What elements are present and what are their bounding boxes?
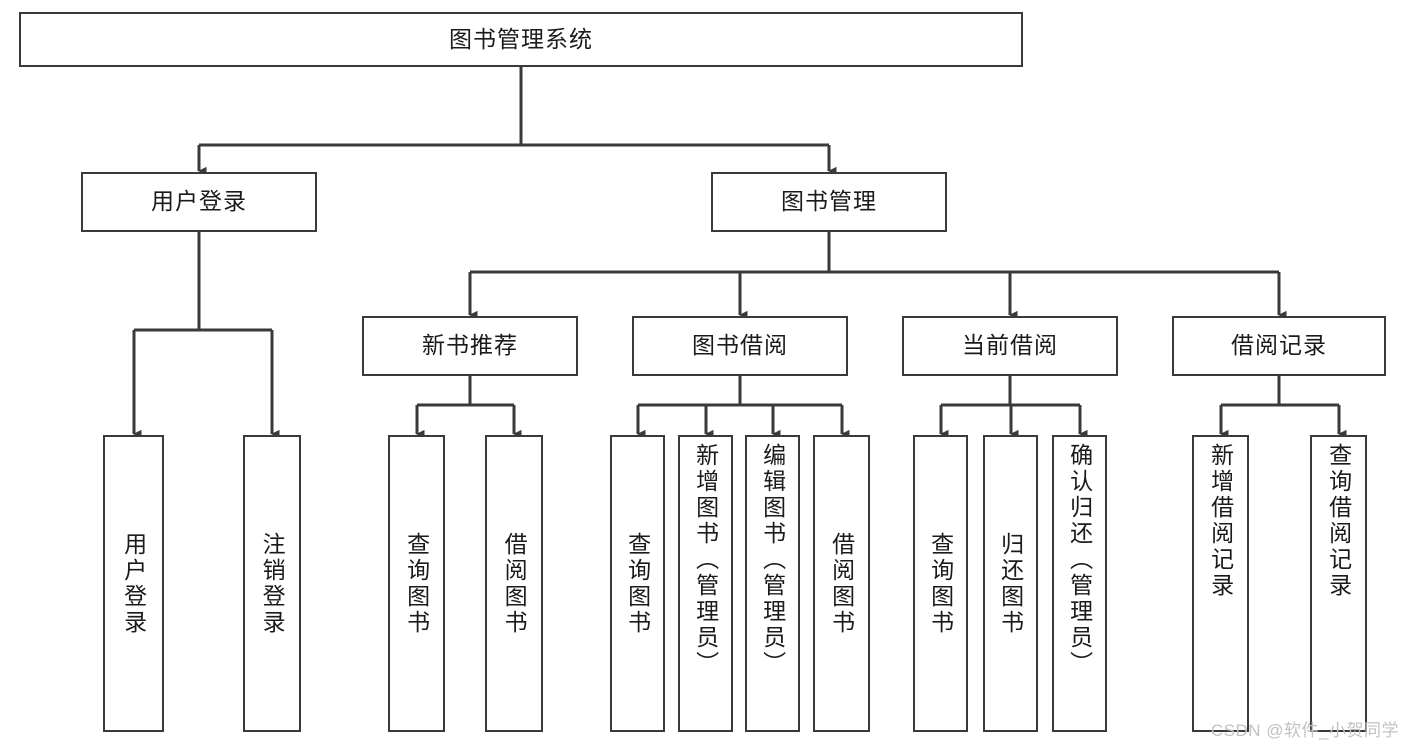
node-leaf-query-record[interactable]: 查询借阅记录	[1310, 435, 1367, 732]
node-label-current-borrow: 当前借阅	[962, 332, 1058, 359]
node-label-leaf-borrow-book-1: 借阅图书	[501, 531, 528, 636]
node-book-manage[interactable]: 图书管理	[711, 172, 947, 232]
node-label-root: 图书管理系统	[449, 25, 593, 52]
node-label-leaf-query-book-1: 查询图书	[403, 531, 430, 636]
node-label-leaf-edit-book: 编辑图书（管理员）	[759, 443, 786, 677]
node-label-leaf-add-record: 新增借阅记录	[1207, 443, 1234, 599]
node-leaf-add-book[interactable]: 新增图书（管理员）	[678, 435, 733, 732]
node-label-leaf-user-login: 用户登录	[120, 531, 147, 636]
node-leaf-user-login[interactable]: 用户登录	[103, 435, 164, 732]
edge-group	[132, 67, 1347, 439]
node-leaf-confirm-return[interactable]: 确认归还（管理员）	[1052, 435, 1107, 732]
node-label-leaf-confirm-return: 确认归还（管理员）	[1066, 443, 1093, 677]
node-label-leaf-query-book-3: 查询图书	[927, 531, 954, 636]
node-leaf-logout[interactable]: 注销登录	[243, 435, 301, 732]
node-label-borrow-record: 借阅记录	[1231, 332, 1327, 359]
node-leaf-borrow-book-2[interactable]: 借阅图书	[813, 435, 870, 732]
node-leaf-add-record[interactable]: 新增借阅记录	[1192, 435, 1249, 732]
node-label-book-borrow: 图书借阅	[692, 332, 788, 359]
node-leaf-edit-book[interactable]: 编辑图书（管理员）	[745, 435, 800, 732]
node-label-leaf-add-book: 新增图书（管理员）	[692, 443, 719, 677]
node-label-leaf-logout: 注销登录	[259, 531, 286, 636]
node-root[interactable]: 图书管理系统	[19, 12, 1023, 67]
node-label-leaf-query-book-2: 查询图书	[624, 531, 651, 636]
node-leaf-query-book-3[interactable]: 查询图书	[913, 435, 968, 732]
node-book-borrow[interactable]: 图书借阅	[632, 316, 848, 376]
node-user-login[interactable]: 用户登录	[81, 172, 317, 232]
node-leaf-return-book[interactable]: 归还图书	[983, 435, 1038, 732]
node-leaf-query-book-2[interactable]: 查询图书	[610, 435, 665, 732]
node-new-book-rec[interactable]: 新书推荐	[362, 316, 578, 376]
node-current-borrow[interactable]: 当前借阅	[902, 316, 1118, 376]
node-label-leaf-return-book: 归还图书	[997, 531, 1024, 636]
node-label-book-manage: 图书管理	[781, 188, 877, 215]
node-label-leaf-query-record: 查询借阅记录	[1325, 443, 1352, 599]
node-leaf-query-book-1[interactable]: 查询图书	[388, 435, 445, 732]
node-label-leaf-borrow-book-2: 借阅图书	[828, 531, 855, 636]
node-leaf-borrow-book-1[interactable]: 借阅图书	[485, 435, 543, 732]
node-borrow-record[interactable]: 借阅记录	[1172, 316, 1386, 376]
node-label-new-book-rec: 新书推荐	[422, 332, 518, 359]
watermark: CSDN @软件_小贺同学	[1210, 721, 1399, 740]
node-label-user-login: 用户登录	[151, 188, 247, 215]
